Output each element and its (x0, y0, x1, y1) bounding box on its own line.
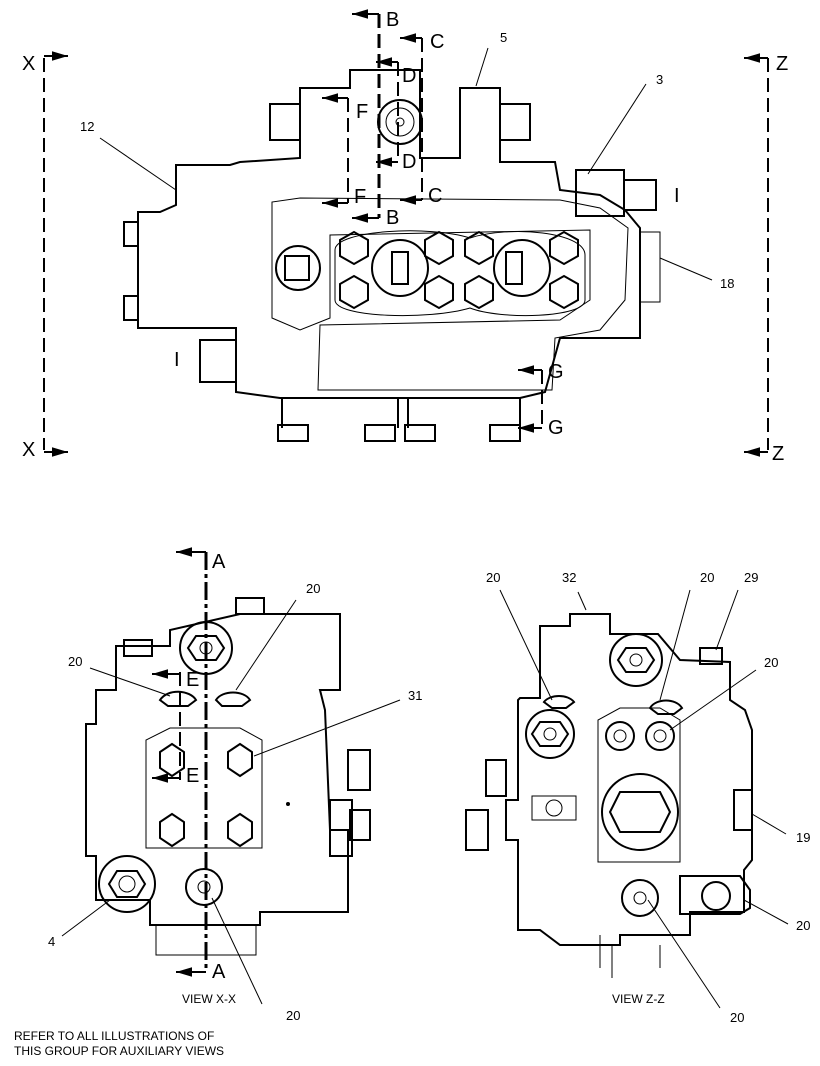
callout-5: 5 (500, 30, 507, 45)
section-b-top-label: B (386, 9, 399, 31)
section-g-marker: G G (518, 361, 564, 439)
callout-32: 32 (562, 570, 576, 585)
footer-note-line-1: REFER TO ALL ILLUSTRATIONS OF (14, 1029, 214, 1043)
section-a-bottom-label: A (212, 961, 226, 983)
callout-18: 18 (720, 276, 734, 291)
section-c-bottom-label: C (428, 185, 442, 207)
view-xx: A A E E 20 20 31 4 20 VIEW X-X (48, 547, 422, 1023)
section-f-marker: F F (322, 93, 368, 208)
callout-4: 4 (48, 934, 55, 949)
section-d-marker: D D (376, 57, 416, 173)
view-zz: 20 32 20 29 20 19 20 20 VIEW Z-Z (465, 570, 810, 1025)
top-view: X X Z Z (22, 9, 788, 465)
view-zz-caption: VIEW Z-Z (612, 992, 665, 1006)
section-x-marker: X X (22, 51, 68, 461)
section-x-bottom-label: X (22, 439, 35, 461)
section-e-bottom-label: E (186, 765, 199, 787)
section-z-bottom-label: Z (772, 443, 784, 465)
section-g-top-label: G (548, 361, 564, 383)
section-b-bottom-label: B (386, 207, 399, 229)
callout-20-zz-topleft: 20 (486, 570, 500, 585)
footer-note: REFER TO ALL ILLUSTRATIONS OF THIS GROUP… (14, 1029, 224, 1058)
callout-20-zz-bottom: 20 (730, 1010, 744, 1025)
callout-20-xx-top: 20 (306, 581, 320, 596)
footer-note-line-2: THIS GROUP FOR AUXILIARY VIEWS (14, 1044, 224, 1058)
callout-12: 12 (80, 119, 94, 134)
section-x-top-label: X (22, 53, 35, 75)
callout-29: 29 (744, 570, 758, 585)
callout-20-zz-top: 20 (700, 570, 714, 585)
callout-20-xx-left: 20 (68, 654, 82, 669)
section-z-marker: Z Z (744, 53, 788, 465)
callout-19: 19 (796, 830, 810, 845)
section-z-top-label: Z (776, 53, 788, 75)
section-a-top-label: A (212, 551, 226, 573)
callout-20-zz-lowright: 20 (796, 918, 810, 933)
callout-20-xx-bottom: 20 (286, 1008, 300, 1023)
section-i-right-label: I (674, 185, 680, 207)
section-f-bottom-label: F (354, 186, 366, 208)
top-valve-body (123, 69, 661, 442)
section-d-top-label: D (402, 65, 416, 87)
section-b-marker: B B (352, 9, 399, 229)
section-e-top-label: E (186, 669, 199, 691)
callout-31: 31 (408, 688, 422, 703)
section-f-top-label: F (356, 101, 368, 123)
callout-20-zz-right: 20 (764, 655, 778, 670)
section-c-marker: C C (400, 31, 444, 207)
hex-bolt-cluster (275, 230, 586, 317)
view-xx-caption: VIEW X-X (182, 992, 236, 1006)
section-e-marker: E E (152, 669, 199, 787)
section-a-marker: A A (176, 547, 226, 983)
section-i-left-label: I (174, 349, 180, 371)
section-c-top-label: C (430, 31, 444, 53)
callout-3: 3 (656, 72, 663, 87)
section-d-bottom-label: D (402, 151, 416, 173)
section-g-bottom-label: G (548, 417, 564, 439)
